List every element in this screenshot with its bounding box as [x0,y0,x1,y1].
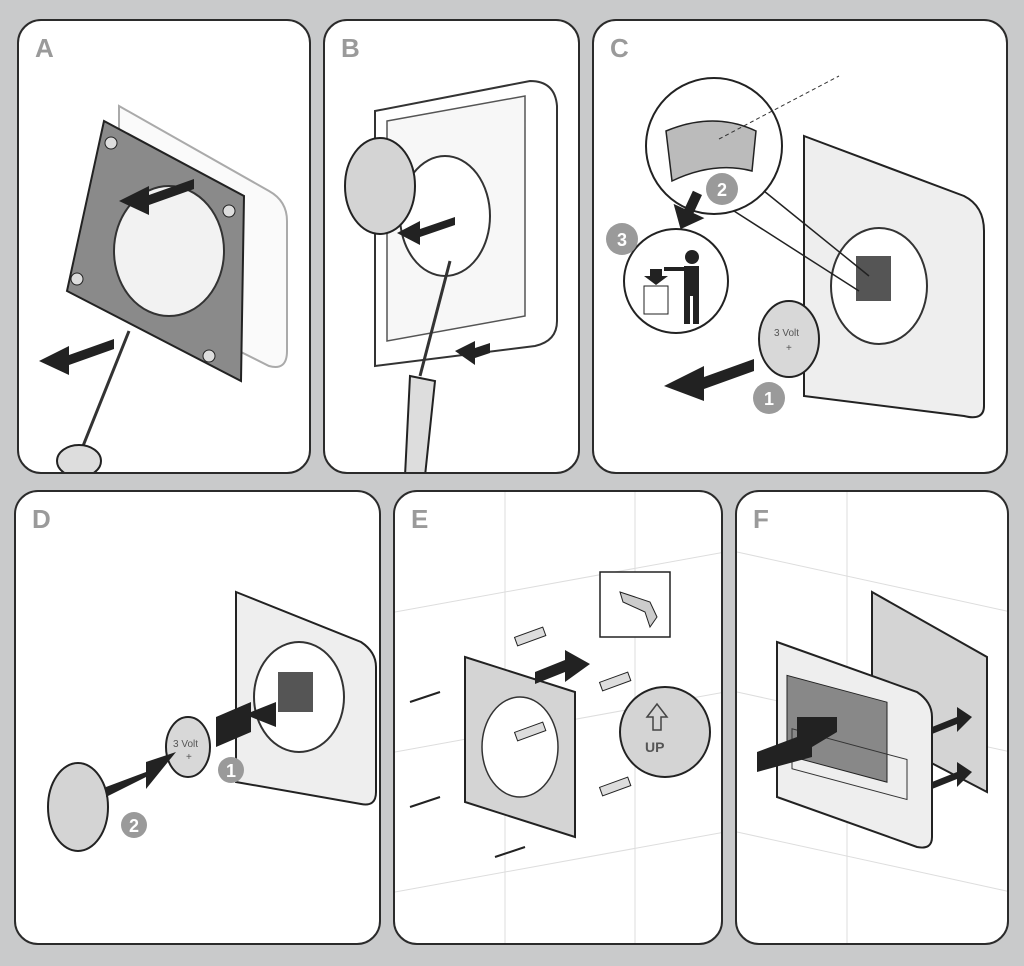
disposal-callout [623,190,729,334]
panel-c: C [592,19,1008,474]
svg-text:1: 1 [764,389,774,409]
panel-letter-f: F [753,504,769,534]
screws [409,691,526,858]
battery-polarity: + [786,343,792,354]
arrow-right-icon [106,702,276,797]
mounting-plate [464,655,576,839]
battery-polarity: + [186,752,192,763]
arrow-left-icon [39,179,194,375]
wall-plugs [513,626,632,797]
step-marker-3: 3 [606,223,638,255]
panel-f: F [735,490,1009,945]
panel-a: A [17,19,311,474]
device-housing [374,79,558,368]
person-icon [664,250,699,324]
illustration-f [737,492,1007,943]
panel-letter-d: D [32,504,51,534]
illustration-a [39,104,288,472]
step-marker-2: 2 [121,812,147,838]
panel-letter-a: A [35,33,54,63]
svg-text:2: 2 [717,180,727,200]
battery-label: 3 Volt [173,739,198,750]
svg-text:2: 2 [129,816,139,836]
magnifier-callout [645,75,870,292]
drill-icon [619,591,658,629]
up-callout: UP [619,686,711,778]
device-housing [803,134,985,419]
arrow-left-icon [664,359,754,401]
battery: 3 Volt + [758,300,820,378]
panel-letter-c: C [610,33,629,63]
step-marker-1: 1 [753,382,785,414]
panel-e: E [393,490,723,945]
illustration-c: 3 Volt + 1 2 3 [606,75,985,419]
panel-b: B [323,19,580,474]
device-housing [235,590,377,806]
illustration-b [344,79,558,472]
panel-d: D 3 Volt + 1 2 [14,490,381,945]
panel-letter-e: E [411,504,429,534]
screwdriver-icon [404,260,452,472]
illustration-e: UP [395,492,721,943]
svg-text:1: 1 [226,761,236,781]
battery-cover [344,137,416,235]
panel-letter-b: B [341,33,360,63]
arrow-right-icon [757,707,972,789]
step-marker-1: 1 [218,757,244,783]
up-label: UP [645,739,664,755]
battery-label: 3 Volt [774,328,799,339]
battery: 3 Volt + [165,716,211,778]
svg-text:3: 3 [617,230,627,250]
arrow-left-icon [397,217,490,365]
illustration-d: 3 Volt + 1 2 [47,590,377,852]
step-marker-2: 2 [706,173,738,205]
mounting-plate [65,119,246,383]
trash-icon [643,269,669,315]
screwdriver-icon [56,330,131,472]
battery-cover [47,762,109,852]
arrow-right-icon [535,650,590,684]
drill-callout [599,571,671,638]
